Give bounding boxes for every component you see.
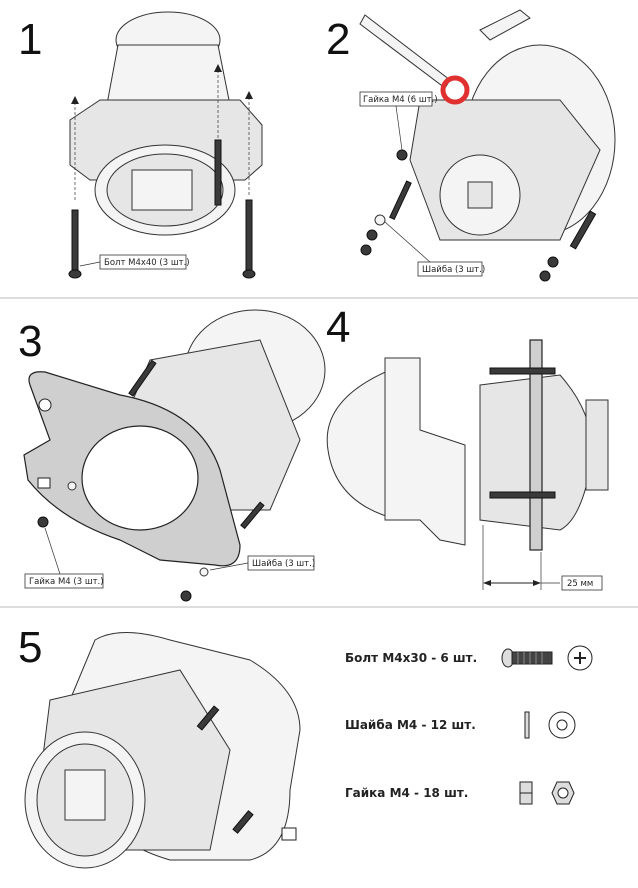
- phillips-head-icon: [567, 645, 593, 671]
- step-4-bolt-top: [489, 367, 556, 375]
- step-2-washer-label-box: [417, 261, 483, 277]
- step-3-plate-slot: [37, 477, 51, 489]
- step-2-screwdriver-shaft: [359, 14, 451, 89]
- step-1-label-box: [99, 254, 187, 270]
- step-4-number: 4: [326, 303, 350, 352]
- step-2-bulb-base: [467, 181, 493, 209]
- step-2-washer-label: Шайба (3 шт.): [422, 265, 485, 275]
- step-2-number: 2: [326, 15, 350, 64]
- step-3-nut-label-box: [24, 573, 104, 589]
- step-3-hardware: [37, 359, 265, 602]
- step-3-number: 3: [18, 317, 42, 366]
- parts-list: Болт М4х30 - 6 шт. Шайба М4 - 12 шт. Гай…: [345, 645, 593, 805]
- step-2-wrench: [479, 9, 531, 41]
- step-1-bolt-center: [214, 64, 222, 206]
- step-4-dimension: [482, 525, 560, 590]
- step-5-bolt-bottom: [232, 810, 254, 834]
- nut-icon: [551, 781, 575, 805]
- step-3-washer-label: Шайба (3 шт.): [252, 559, 315, 569]
- step-1: 1 Болт М4х40 (3 шт.): [18, 11, 263, 279]
- step-4-lens-dome: [326, 369, 401, 521]
- step-4-bolt-bottom: [489, 491, 556, 499]
- step-5-number: 5: [18, 623, 42, 672]
- step-4: 4 25 мм: [326, 303, 609, 591]
- step-1-bolt-left: [68, 96, 82, 279]
- washer-side-icon: [524, 711, 530, 739]
- step-1-shield: [131, 169, 193, 211]
- step-5-shield: [64, 769, 106, 821]
- part-washer-label: Шайба М4 - 12 шт.: [345, 718, 476, 732]
- part-bolt-label: Болт М4х30 - 6 шт.: [345, 651, 477, 665]
- step-2-nut-label: Гайка М4 (6 шт.): [363, 95, 438, 105]
- step-3-plate-hole: [38, 398, 52, 412]
- step-4-side-bracket: [384, 357, 466, 546]
- part-nut-label: Гайка М4 - 18 шт.: [345, 786, 468, 800]
- nut-side-icon: [519, 781, 533, 805]
- step-4-dimension-box: [561, 575, 603, 591]
- step-1-bolt-right: [242, 91, 256, 279]
- step-2-highlight-circle: [440, 75, 470, 105]
- washer-icon: [548, 711, 576, 739]
- step-2-hardware: [360, 149, 597, 282]
- bolt-icon: [501, 648, 553, 668]
- step-1-bolt-label: Болт М4х40 (3 шт.): [104, 258, 190, 268]
- step-3-nut-label: Гайка М4 (3 шт.): [29, 577, 104, 587]
- step-5-bolt-top: [196, 705, 220, 731]
- step-5: 5: [18, 623, 301, 869]
- step-4-rear-connector: [585, 399, 609, 491]
- step-3: 3 Гайка М4 (3 шт.) Шайба (3 шт.): [18, 309, 326, 602]
- step-3-plate-opening: [81, 425, 199, 531]
- step-4-dimension-label: 25 мм: [567, 579, 593, 589]
- step-2: 2 Гайка М4 (6 шт.) Шайба (3 шт.): [326, 9, 616, 282]
- step-1-number: 1: [18, 15, 42, 64]
- step-5-plate-slot: [281, 827, 297, 841]
